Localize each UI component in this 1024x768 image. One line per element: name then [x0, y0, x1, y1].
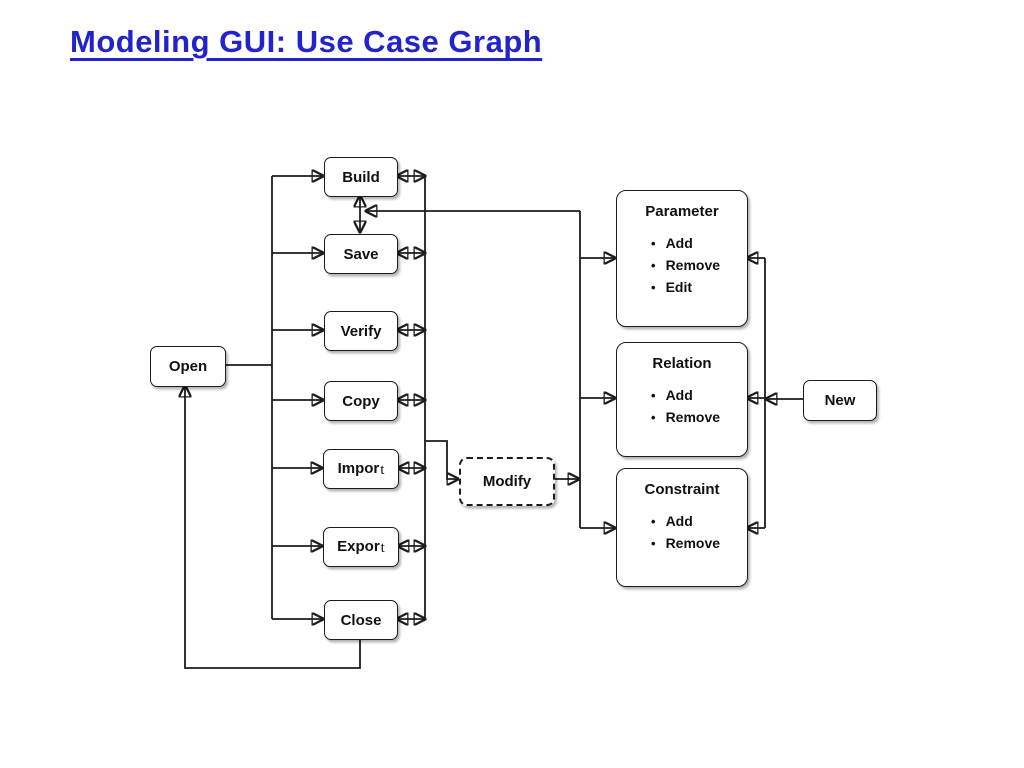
node-copy: Copy: [324, 381, 398, 421]
node-new: New: [803, 380, 877, 421]
item-label: Add: [665, 235, 693, 251]
list-item: • Remove: [651, 535, 747, 551]
node-new-text: New: [824, 392, 856, 409]
item-label: Remove: [665, 257, 721, 273]
node-close-label: Close: [341, 612, 382, 629]
node-save-text: Save: [343, 245, 379, 263]
node-modify-text: Modify: [482, 473, 532, 490]
list-item: • Edit: [651, 279, 747, 295]
node-verify-text: Verify: [340, 322, 382, 340]
node-modify: Modify: [459, 457, 555, 506]
node-save-label: Save: [343, 246, 378, 263]
node-new-label: New: [825, 392, 856, 409]
node-constraint-items: • Add • Remove: [617, 513, 747, 551]
node-constraint: Constraint • Add • Remove: [616, 468, 748, 587]
item-label: Add: [665, 513, 693, 529]
node-parameter-items: • Add • Remove • Edit: [617, 235, 747, 295]
list-item: • Add: [651, 235, 747, 251]
bullet-icon: •: [651, 257, 656, 273]
node-relation: Relation • Add • Remove: [616, 342, 748, 457]
node-open-label: Open: [169, 358, 207, 375]
edge-close-open-loop: [185, 386, 361, 669]
node-save: Save: [324, 234, 398, 274]
bullet-icon: •: [651, 409, 656, 425]
node-close-text: Close: [340, 611, 382, 629]
list-item: • Add: [651, 513, 747, 529]
item-label: Add: [665, 387, 693, 403]
node-build: Build: [324, 157, 398, 197]
node-modify-label: Modify: [483, 473, 531, 490]
node-verify: Verify: [324, 311, 398, 351]
bullet-icon: •: [651, 279, 656, 295]
node-parameter: Parameter • Add • Remove • Edit: [616, 190, 748, 327]
list-item: • Remove: [651, 257, 747, 273]
node-constraint-title: Constraint: [644, 481, 720, 498]
node-import-suffix: t: [380, 462, 385, 478]
bullet-icon: •: [651, 535, 656, 551]
list-item: • Remove: [651, 409, 747, 425]
node-build-label: Build: [342, 169, 380, 186]
list-item: • Add: [651, 387, 747, 403]
node-export-text: Expor: [337, 538, 380, 555]
item-label: Remove: [665, 535, 721, 551]
node-copy-label: Copy: [342, 393, 380, 410]
node-close: Close: [324, 600, 398, 640]
slide-title: Modeling GUI: Use Case Graph: [70, 24, 543, 59]
node-import-text: Impor: [337, 460, 380, 477]
bullet-icon: •: [651, 235, 656, 251]
node-open: Open: [150, 346, 226, 387]
node-relation-title: Relation: [652, 355, 712, 372]
node-export-suffix: t: [380, 540, 385, 556]
node-copy-text: Copy: [342, 392, 380, 410]
bullet-icon: •: [651, 513, 656, 529]
node-build-text: Build: [342, 168, 380, 186]
node-parameter-title: Parameter: [645, 203, 719, 220]
item-label: Edit: [665, 279, 693, 295]
node-open-text: Open: [168, 358, 208, 375]
bullet-icon: •: [651, 387, 656, 403]
node-relation-items: • Add • Remove: [617, 387, 747, 425]
item-label: Remove: [665, 409, 721, 425]
node-verify-label: Verify: [341, 323, 382, 340]
edge-rbus-modify: [425, 440, 458, 479]
